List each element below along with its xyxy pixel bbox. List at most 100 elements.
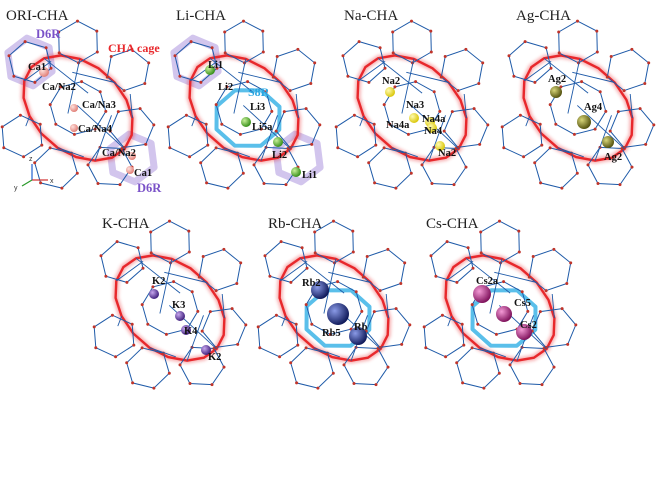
oxygen-atom xyxy=(608,129,612,133)
oxygen-atom xyxy=(540,383,544,387)
framework-bond xyxy=(494,271,537,283)
oxygen-atom xyxy=(256,325,260,329)
oxygen-atom xyxy=(236,342,240,346)
framework-bond xyxy=(465,257,511,294)
oxygen-atom xyxy=(199,80,203,84)
cage-outline xyxy=(188,54,300,162)
framework-bond xyxy=(191,116,197,127)
cation-sphere xyxy=(39,67,49,77)
oxygen-atom xyxy=(12,74,16,78)
oxygen-atom xyxy=(481,61,485,65)
panel-title: Li-CHA xyxy=(176,8,226,24)
oxygen-atom xyxy=(630,165,634,169)
site-label: Ca/Na2 xyxy=(102,148,136,159)
oxygen-atom xyxy=(116,110,120,114)
oxygen-atom xyxy=(422,325,426,329)
oxygen-atom xyxy=(104,109,108,113)
oxygen-atom xyxy=(152,123,156,127)
oxygen-atom xyxy=(502,146,506,150)
oxygen-atom xyxy=(95,29,99,33)
oxygen-atom xyxy=(560,186,564,190)
oxygen-atom xyxy=(244,323,248,327)
oxygen-atom xyxy=(622,89,626,93)
oxygen-atom xyxy=(99,254,103,258)
oxygen-atom xyxy=(140,303,144,307)
oxygen-atom xyxy=(284,183,288,187)
oxygen-atom xyxy=(533,80,537,84)
framework-bond xyxy=(323,258,337,314)
oxygen-atom xyxy=(223,30,227,34)
oxygen-atom xyxy=(479,230,483,234)
site-label: Li1 xyxy=(302,170,317,181)
oxygen-atom xyxy=(439,75,443,79)
framework-bond xyxy=(446,261,474,282)
oxygen-atom xyxy=(470,346,474,350)
cation-sphere xyxy=(126,166,134,174)
oxygen-atom xyxy=(548,103,552,107)
oxygen-atom xyxy=(508,363,512,367)
framework-bond xyxy=(76,105,125,150)
oxygen-atom xyxy=(559,85,563,89)
oxygen-atom xyxy=(132,343,136,347)
cation-sphere xyxy=(473,285,491,303)
oxygen-atom xyxy=(409,171,413,175)
oxygen-atom xyxy=(246,80,250,84)
oxygen-atom xyxy=(72,132,76,136)
oxygen-atom xyxy=(259,127,263,131)
site-label: Ca/Na3 xyxy=(82,100,116,111)
oxygen-atom xyxy=(580,80,584,84)
oxygen-atom xyxy=(239,261,243,265)
oxygen-atom xyxy=(115,240,119,244)
oxygen-atom xyxy=(167,371,171,375)
oxygen-atom xyxy=(188,382,192,385)
oxygen-atom xyxy=(470,303,474,307)
framework-bond xyxy=(238,71,281,83)
oxygen-atom xyxy=(152,386,156,390)
oxygen-atom xyxy=(208,310,212,314)
oxygen-atom xyxy=(274,313,278,317)
cation-sphere xyxy=(496,306,512,322)
oxygen-atom xyxy=(149,251,153,255)
oxygen-atom xyxy=(201,255,205,258)
cation-sphere xyxy=(175,311,185,321)
oxygen-atom xyxy=(143,82,147,85)
site-label: Li5a xyxy=(252,122,273,133)
oxygen-atom xyxy=(178,363,182,367)
oxygen-atom xyxy=(328,332,332,336)
oxygen-atom xyxy=(296,47,300,51)
oxygen-atom xyxy=(279,240,283,244)
oxygen-atom xyxy=(445,240,449,244)
oxygen-atom xyxy=(393,85,397,89)
oxygen-atom xyxy=(118,183,122,187)
cation-sphere xyxy=(128,152,136,160)
oxygen-atom xyxy=(351,250,355,254)
cation-sphere xyxy=(385,87,395,97)
cage-outline xyxy=(278,254,390,362)
oxygen-atom xyxy=(173,54,177,58)
oxygen-atom xyxy=(309,82,313,85)
oxygen-atom xyxy=(502,280,506,284)
oxygen-atom xyxy=(214,146,218,150)
oxygen-atom xyxy=(341,54,345,58)
oxygen-atom xyxy=(332,219,335,223)
framework-bond xyxy=(209,57,255,94)
framework-bond xyxy=(159,258,173,314)
oxygen-atom xyxy=(270,109,274,113)
oxygen-atom xyxy=(214,289,218,293)
framework-bond xyxy=(385,293,389,319)
oxygen-atom xyxy=(48,146,52,150)
oxygen-atom xyxy=(494,332,498,336)
oxygen-atom xyxy=(538,310,542,314)
oxygen-atom xyxy=(462,343,466,347)
site-label: Na4 xyxy=(424,126,443,137)
oxygen-atom xyxy=(520,290,524,294)
oxygen-atom xyxy=(471,266,475,270)
oxygen-atom xyxy=(644,142,648,146)
oxygen-atom xyxy=(406,132,410,136)
oxygen-atom xyxy=(477,82,481,85)
oxygen-atom xyxy=(352,113,356,117)
oxygen-atom xyxy=(313,251,317,255)
